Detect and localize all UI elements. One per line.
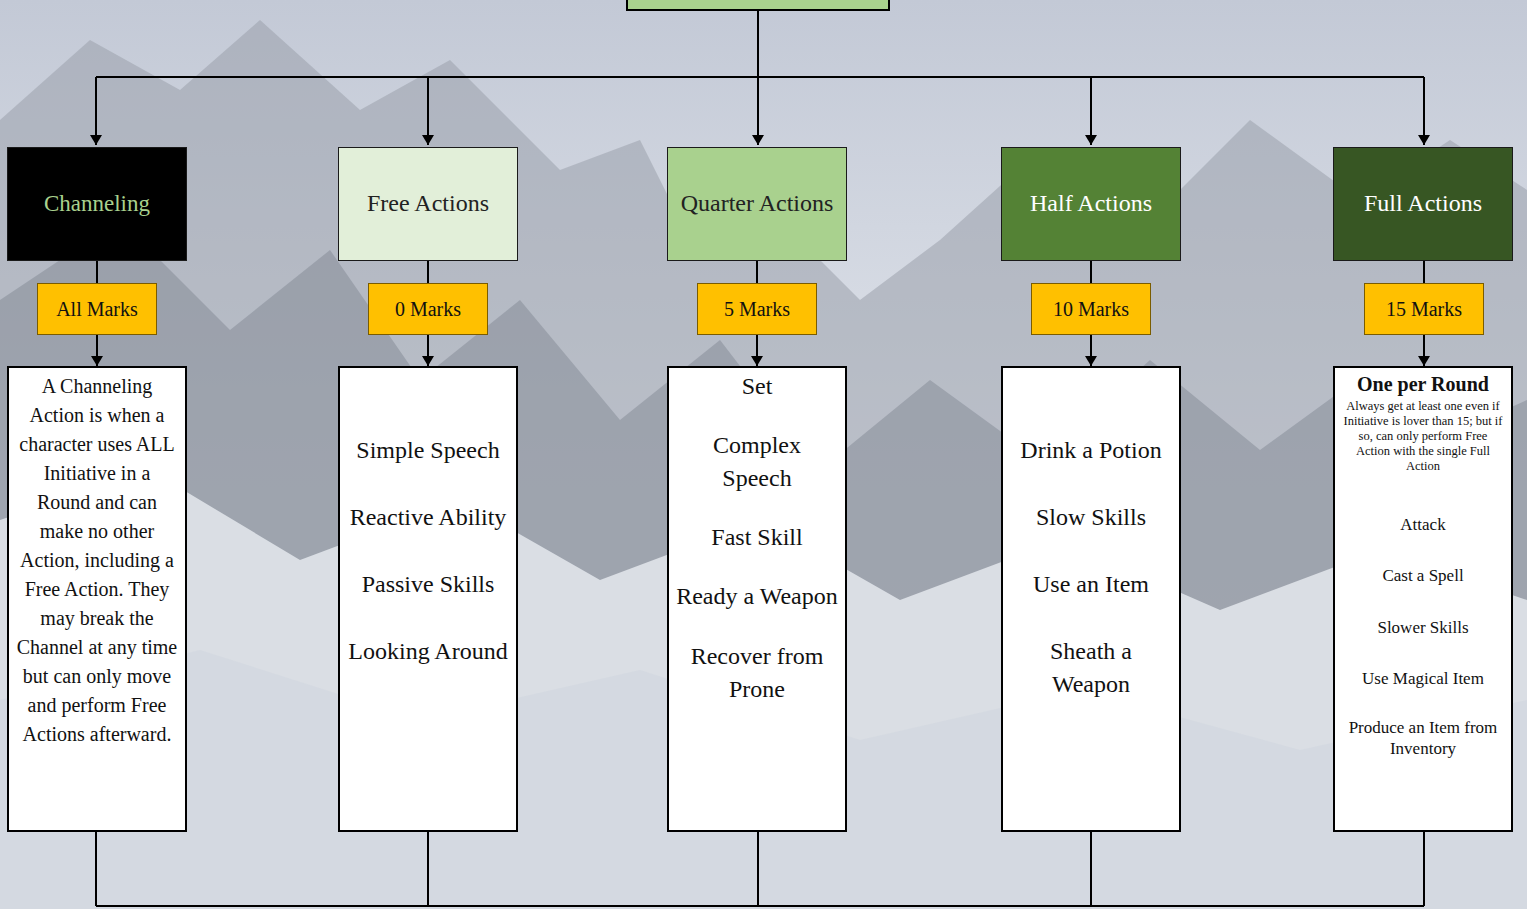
connector-arrow xyxy=(96,261,98,283)
top-box xyxy=(627,0,889,10)
description-item: Slower Skills xyxy=(1377,617,1468,638)
description-box: Simple SpeechReactive AbilityPassive Ski… xyxy=(338,366,518,832)
trunk-line xyxy=(96,10,1424,77)
description-item: Simple Speech xyxy=(356,434,499,467)
description-item: Looking Around xyxy=(348,635,507,668)
description-item: Use an Item xyxy=(1033,568,1149,601)
marks-box: 10 Marks xyxy=(1031,283,1151,335)
marks-box: 15 Marks xyxy=(1364,283,1484,335)
connector-arrow xyxy=(1090,335,1092,366)
connector-arrow xyxy=(427,335,429,366)
description-item: Produce an Item from Inventory xyxy=(1342,717,1504,760)
description-item: Set xyxy=(742,370,773,403)
connector-arrow xyxy=(427,261,429,283)
bottom-line xyxy=(96,832,1424,906)
connector-arrow xyxy=(1423,335,1425,366)
marks-label: 0 Marks xyxy=(395,297,461,321)
category-box: Free Actions xyxy=(338,147,518,261)
marks-box: 5 Marks xyxy=(697,283,817,335)
marks-label: All Marks xyxy=(56,297,138,321)
category-box: Half Actions xyxy=(1001,147,1181,261)
category-label: Quarter Actions xyxy=(681,187,834,221)
marks-label: 15 Marks xyxy=(1386,297,1462,321)
description-item: Cast a Spell xyxy=(1382,565,1463,586)
description-note: Always get at least one even if Initiati… xyxy=(1342,399,1504,474)
category-label: Channeling xyxy=(44,188,150,220)
description-item: Slow Skills xyxy=(1036,501,1146,534)
description-item: Attack xyxy=(1400,514,1445,535)
description-box: SetComplex SpeechFast SkillReady a Weapo… xyxy=(667,366,847,832)
marks-label: 10 Marks xyxy=(1053,297,1129,321)
branch-arrow xyxy=(95,77,97,145)
description-heading: One per Round xyxy=(1357,372,1489,397)
description-item: Complex Speech xyxy=(676,429,838,495)
description-item: Recover from Prone xyxy=(676,640,838,706)
description-box: Drink a PotionSlow SkillsUse an ItemShea… xyxy=(1001,366,1181,832)
connector-arrow xyxy=(96,335,98,366)
description-item: Ready a Weapon xyxy=(676,580,838,613)
category-box: Full Actions xyxy=(1333,147,1513,261)
branch-arrow xyxy=(1090,77,1092,145)
connector-arrow xyxy=(756,261,758,283)
connector-arrow xyxy=(756,335,758,366)
description-item: Reactive Ability xyxy=(350,501,507,534)
category-label: Half Actions xyxy=(1030,187,1152,221)
branch-arrow xyxy=(427,77,429,145)
description-item: Fast Skill xyxy=(711,521,802,554)
branch-arrow xyxy=(1423,77,1425,145)
branch-arrow xyxy=(757,77,759,145)
description-item: Sheath a Weapon xyxy=(1010,635,1172,701)
marks-box: All Marks xyxy=(37,283,157,335)
connector-arrow xyxy=(1423,261,1425,283)
description-item: A Channeling Action is when a character … xyxy=(16,372,178,749)
marks-label: 5 Marks xyxy=(724,297,790,321)
description-box: A Channeling Action is when a character … xyxy=(7,366,187,832)
description-item: Drink a Potion xyxy=(1020,434,1161,467)
category-label: Full Actions xyxy=(1364,187,1482,221)
category-box: Channeling xyxy=(7,147,187,261)
connector-arrow xyxy=(1090,261,1092,283)
marks-box: 0 Marks xyxy=(368,283,488,335)
category-label: Free Actions xyxy=(367,187,489,221)
description-box: One per RoundAlways get at least one eve… xyxy=(1333,366,1513,832)
description-item: Passive Skills xyxy=(362,568,495,601)
category-box: Quarter Actions xyxy=(667,147,847,261)
description-item: Use Magical Item xyxy=(1362,668,1484,689)
